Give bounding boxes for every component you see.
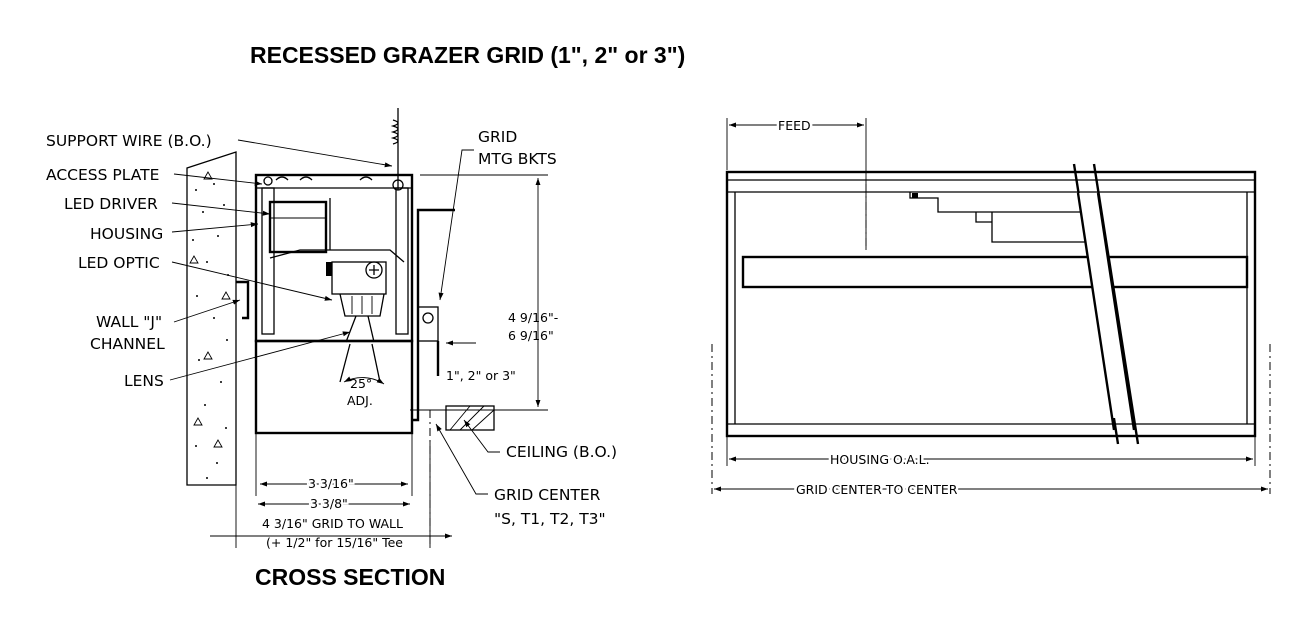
cross-section-view: SUPPORT WIRE (B.O.) ACCESS PLATE LED DRI… xyxy=(46,108,617,590)
cross-section-title: CROSS SECTION xyxy=(255,564,445,590)
dim-angle-adj: ADJ. xyxy=(347,393,373,408)
dim-height-line2: 6 9/16" xyxy=(508,328,554,343)
label-housing: HOUSING xyxy=(90,225,163,243)
grid-center-to-center-label: GRID CENTER TO CENTER xyxy=(796,482,958,497)
fixture-housing xyxy=(254,173,414,343)
housing-lower xyxy=(254,339,414,435)
label-access-plate: ACCESS PLATE xyxy=(46,166,159,184)
label-wall-j-line1: WALL "J" xyxy=(96,313,162,331)
dim-width-outer: 3 3/8" xyxy=(310,496,348,511)
side-housing xyxy=(725,170,1257,438)
grid-mtg-bracket xyxy=(412,208,455,422)
led-driver xyxy=(268,200,328,254)
support-wire xyxy=(390,108,404,191)
feed-label: FEED xyxy=(778,118,811,133)
label-ceiling: CEILING (B.O.) xyxy=(506,443,617,461)
dim-height-line1: 4 9/16"- xyxy=(508,310,558,325)
housing-oal-label: HOUSING O.A.L. xyxy=(830,452,930,467)
led-optic xyxy=(326,261,387,317)
dim-tee-note: (+ 1/2" for 15/16" Tee xyxy=(266,535,403,550)
label-led-driver: LED DRIVER xyxy=(64,195,158,213)
label-led-optic: LED OPTIC xyxy=(78,254,160,272)
dim-grid-size: 1", 2" or 3" xyxy=(446,368,516,383)
label-support-wire: SUPPORT WIRE (B.O.) xyxy=(46,132,212,150)
wall-j-channel xyxy=(236,280,250,320)
side-lens-strip xyxy=(741,255,1249,289)
callout-leaders xyxy=(169,139,500,495)
dim-angle: 25° xyxy=(350,376,372,391)
concrete-wall xyxy=(186,151,237,486)
side-view: FEED HOUSING O.A.L. GRID CENTER TO CENTE… xyxy=(711,116,1271,500)
drawing-title: RECESSED GRAZER GRID (1", 2" or 3") xyxy=(250,42,685,68)
side-driver xyxy=(909,192,1090,243)
dim-grid-to-wall: 4 3/16" GRID TO WALL xyxy=(262,516,403,531)
lens-beam xyxy=(339,315,381,383)
label-lens: LENS xyxy=(124,372,164,390)
label-grid-center-line2: "S, T1, T2, T3" xyxy=(494,510,606,528)
dim-width-inner: 3 3/16" xyxy=(308,476,354,491)
label-grid-mtg-line1: GRID xyxy=(478,128,517,146)
label-grid-center-line1: GRID CENTER xyxy=(494,486,601,504)
label-wall-j-line2: CHANNEL xyxy=(90,335,165,353)
label-grid-mtg-line2: MTG BKTS xyxy=(478,150,557,168)
